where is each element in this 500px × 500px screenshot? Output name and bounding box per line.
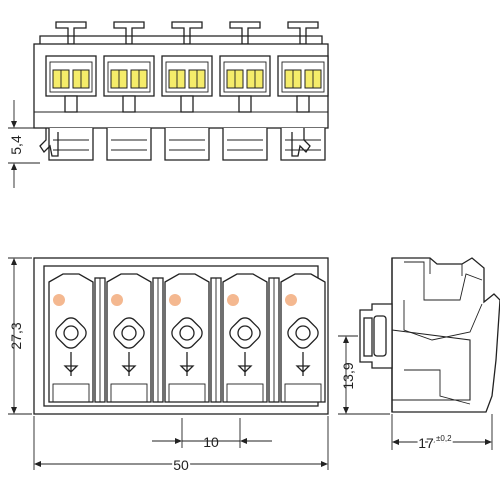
dimension-label-front-height: 27,3 <box>8 322 24 349</box>
push-tab <box>171 21 203 45</box>
pin-symbol <box>295 352 311 376</box>
pole-window <box>277 55 329 113</box>
marker-dot <box>227 294 239 306</box>
front-pole <box>222 273 280 403</box>
front-view-poles <box>48 273 326 403</box>
front-pole <box>106 273 164 403</box>
dimension-pitch: 10 <box>152 418 272 450</box>
pole-window <box>219 55 271 113</box>
top-view: 5,4 <box>8 21 329 188</box>
right-latch-clip <box>291 128 311 157</box>
top-view-push-tabs <box>55 21 319 45</box>
dimension-label-side-depth-tolerance: ±0,2 <box>436 434 452 443</box>
dimension-total-width: 50 <box>33 416 329 475</box>
dimension-top-view-height: 5,4 <box>8 100 40 188</box>
top-view-poles <box>45 55 329 113</box>
push-tab <box>287 21 319 45</box>
side-view: 13,9 17 ±0,2 <box>338 257 500 453</box>
pin-symbol <box>237 352 253 376</box>
front-view: 27,3 10 50 <box>8 257 329 475</box>
push-tab <box>113 21 145 45</box>
dimension-label-top-height: 5,4 <box>8 135 24 155</box>
pin-symbol <box>63 352 79 376</box>
latch-foot <box>48 128 94 161</box>
front-pole <box>280 273 326 403</box>
pin-symbol <box>179 352 195 376</box>
top-view-latch-feet <box>48 128 326 161</box>
dimension-label-total-width: 50 <box>173 457 189 473</box>
pole-window <box>45 55 97 113</box>
dimension-side-depth: 17 ±0,2 <box>391 414 493 453</box>
dimension-label-pitch: 10 <box>203 434 219 450</box>
left-latch-clip <box>39 128 59 157</box>
marker-dot <box>111 294 123 306</box>
pin-symbol <box>121 352 137 376</box>
push-tab <box>55 21 87 45</box>
push-tab <box>229 21 261 45</box>
dimension-label-side-depth: 17 <box>418 435 434 451</box>
pole-window <box>161 55 213 113</box>
pole-window <box>103 55 155 113</box>
marker-dot <box>53 294 65 306</box>
front-pole <box>164 273 222 403</box>
latch-foot <box>106 128 152 161</box>
latch-foot <box>164 128 210 161</box>
marker-dot <box>285 294 297 306</box>
front-pole <box>48 273 106 403</box>
dimension-side-height: 13,9 <box>338 335 390 415</box>
latch-foot <box>280 128 326 161</box>
side-view-body <box>391 257 500 413</box>
latch-foot <box>222 128 268 161</box>
dimension-front-height: 27,3 <box>8 257 32 415</box>
marker-dot <box>169 294 181 306</box>
dimension-label-side-height: 13,9 <box>340 362 356 389</box>
